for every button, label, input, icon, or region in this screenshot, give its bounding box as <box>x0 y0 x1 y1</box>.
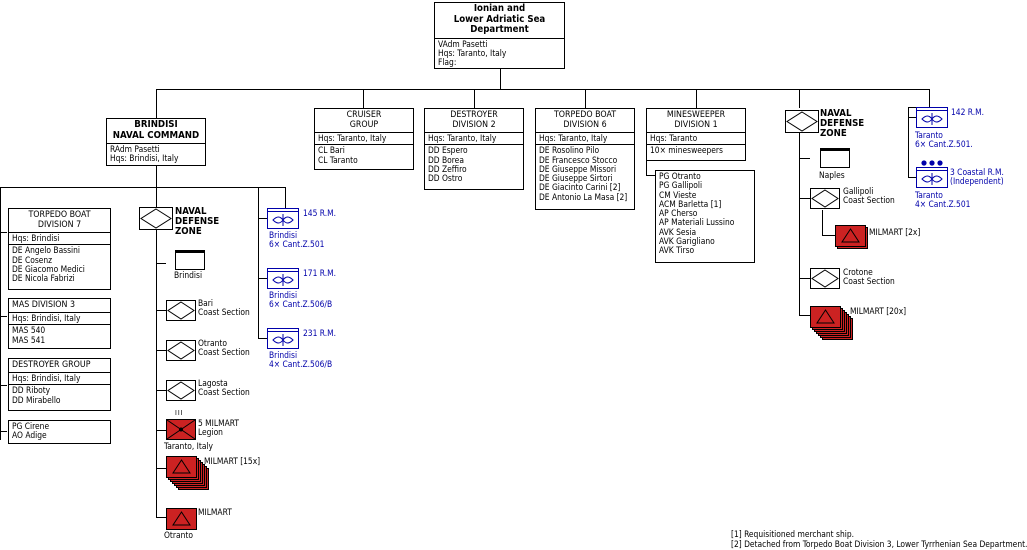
brindisi-hq-symbol <box>175 250 205 270</box>
unit-line: CM Vieste <box>659 189 697 200</box>
unit-line: DE Giacinto Carini [2] <box>539 182 621 193</box>
group-size-dots-icon <box>921 160 943 166</box>
otranto-section-symbol <box>166 340 196 361</box>
milmart-20x-label: MILMART [20x] <box>850 306 907 316</box>
unit-line: DE Giacomo Medici <box>12 263 85 274</box>
footnotes: [1] Requisitioned merchant ship. [2] Det… <box>731 529 1027 549</box>
air-unit-3-coastal-info: Taranto 4× Cant.Z.501 <box>915 190 971 210</box>
milmart-20x-stack-symbol <box>810 306 853 340</box>
taranto-zone-label: NAVAL DEFENSE ZONE <box>820 108 865 139</box>
milmart-otranto-label: MILMART <box>198 507 232 517</box>
bari-section-label: Bari Coast Section <box>198 298 250 318</box>
unit-line: AVK Sesia <box>659 226 697 237</box>
department-title: Ionian and Lower Adriatic Sea Department <box>435 3 564 39</box>
footnote-2: [2] Detached from Torpedo Boat Division … <box>731 538 1027 549</box>
unit-line: AVK Garigliano <box>659 236 715 247</box>
unit-line: PG Gallipoli <box>659 180 703 191</box>
unit-line: PG Cirene <box>12 421 50 431</box>
unit-line: DE Giuseppe Missori <box>539 163 617 174</box>
air-unit-142-info: Taranto 6× Cant.Z.501. <box>915 130 973 150</box>
milmart-15x-label: MILMART [15x] <box>204 456 261 466</box>
unit-line: DE Nicola Fabrizi <box>12 273 75 284</box>
unit-line: PG Otranto <box>659 171 701 181</box>
unit-line: 10× minesweepers <box>650 145 723 156</box>
lagosta-section-label: Lagosta Coast Section <box>198 378 250 398</box>
naples-hq-symbol <box>820 148 850 168</box>
unit-line: DE Cosenz <box>12 254 53 265</box>
seaplane-unit-icon <box>916 107 948 128</box>
milmart-15x-stack-symbol <box>166 456 209 490</box>
brindisi-command-title: BRINDISI NAVAL COMMAND <box>107 119 205 145</box>
naval-defense-zone-symbol <box>785 110 819 133</box>
brindisi-command-info: RAdm Pasetti Hqs: Brindisi, Italy <box>110 144 179 164</box>
otranto-section-label: Otranto Coast Section <box>198 338 250 358</box>
unit-line: DD Zeffiro <box>428 163 467 174</box>
unit-line: DD Ostro <box>428 173 463 184</box>
unit-line: AO Adige <box>12 430 47 441</box>
lagosta-section-symbol <box>166 380 196 401</box>
unit-line: AP Materiali Lussino <box>659 217 735 228</box>
footnote-1: [1] Requisitioned merchant ship. <box>731 529 854 539</box>
mas-division-3-box: MAS DIVISION 3 Hqs: Brindisi, Italy MAS … <box>8 298 111 349</box>
bari-section-symbol <box>166 300 196 321</box>
unit-line: DD Mirabello <box>12 394 61 405</box>
unit-line: DD Borea <box>428 154 464 165</box>
unit-line: DE Giuseppe Sirtori <box>539 173 613 184</box>
unit-line: DE Angelo Bassini <box>12 245 81 256</box>
naples-hq-label: Naples <box>819 170 845 180</box>
air-unit-145-label: 145 R.M. <box>303 208 336 218</box>
air-unit-231-label: 231 R.M. <box>303 328 336 338</box>
seaplane-unit-icon <box>267 328 299 349</box>
seaplane-unit-icon <box>267 208 299 229</box>
unit-line: CL Taranto <box>318 154 358 165</box>
air-unit-142-label: 142 R.M. <box>951 107 984 117</box>
brindisi-zone-label: NAVAL DEFENSE ZONE <box>175 206 220 237</box>
air-unit-171-label: 171 R.M. <box>303 268 336 278</box>
air-unit-3-coastal-label: 3 Coastal R.M. (Independent) <box>950 167 1004 187</box>
unit-line: AP Cherso <box>659 208 698 219</box>
unit-line: DE Francesco Stocco <box>539 154 618 165</box>
crotone-section-label: Crotone Coast Section <box>843 267 895 287</box>
milmart-2x-label: MILMART [2x] <box>869 227 921 237</box>
unit-line: CL Bari <box>318 145 345 156</box>
legion-size-marker: III <box>175 409 184 417</box>
air-unit-145-info: Brindisi 6× Cant.Z.501 <box>269 230 325 250</box>
unit-line: MAS 540 <box>12 325 46 336</box>
milmart-otranto-location: Otranto <box>164 530 193 540</box>
unit-line: DE Rosolino Pilo <box>539 145 600 156</box>
crotone-section-symbol <box>810 268 840 289</box>
destroyer-group-box: DESTROYER GROUP Hqs: Brindisi, Italy DD … <box>8 358 111 411</box>
gallipoli-section-symbol <box>810 188 840 209</box>
department-info: VAdm Pasetti Hqs: Taranto, Italy Flag: <box>438 38 507 68</box>
air-unit-231-info: Brindisi 4× Cant.Z.506/B <box>269 350 333 370</box>
unit-line: MAS 541 <box>12 334 46 345</box>
brindisi-aux-box: PG Cirene AO Adige <box>8 420 111 444</box>
connector-lines <box>0 69 930 518</box>
gallipoli-section-label: Gallipoli Coast Section <box>843 186 895 206</box>
brindisi-naval-command-box: BRINDISI NAVAL COMMAND RAdm Pasetti Hqs:… <box>106 118 206 166</box>
milmart-2x-stack-symbol <box>835 225 868 249</box>
milmart-otranto-symbol <box>166 508 197 530</box>
unit-line: DD Espero <box>428 145 468 156</box>
taranto-misc-vessels-box: PG Otranto PG Gallipoli CM Vieste ACM Ba… <box>655 170 755 263</box>
department-box: Ionian and Lower Adriatic Sea Department… <box>434 2 565 69</box>
brindisi-hq-label: Brindisi <box>174 270 203 280</box>
naval-defense-zone-symbol <box>139 207 173 230</box>
seaplane-unit-icon <box>267 268 299 289</box>
unit-line: DE Antonio La Masa [2] <box>539 191 628 202</box>
milmart-legion-symbol <box>166 419 196 440</box>
unit-line: AVK Tirso <box>659 245 695 256</box>
milmart-legion-location: Taranto, Italy <box>164 441 214 451</box>
seaplane-unit-icon <box>916 167 948 188</box>
unit-line: DD Riboty <box>12 385 51 396</box>
air-unit-171-info: Brindisi 6× Cant.Z.506/B <box>269 290 333 310</box>
milmart-legion-label: 5 MILMART Legion <box>198 418 239 438</box>
unit-line: ACM Barletta [1] <box>659 198 722 209</box>
